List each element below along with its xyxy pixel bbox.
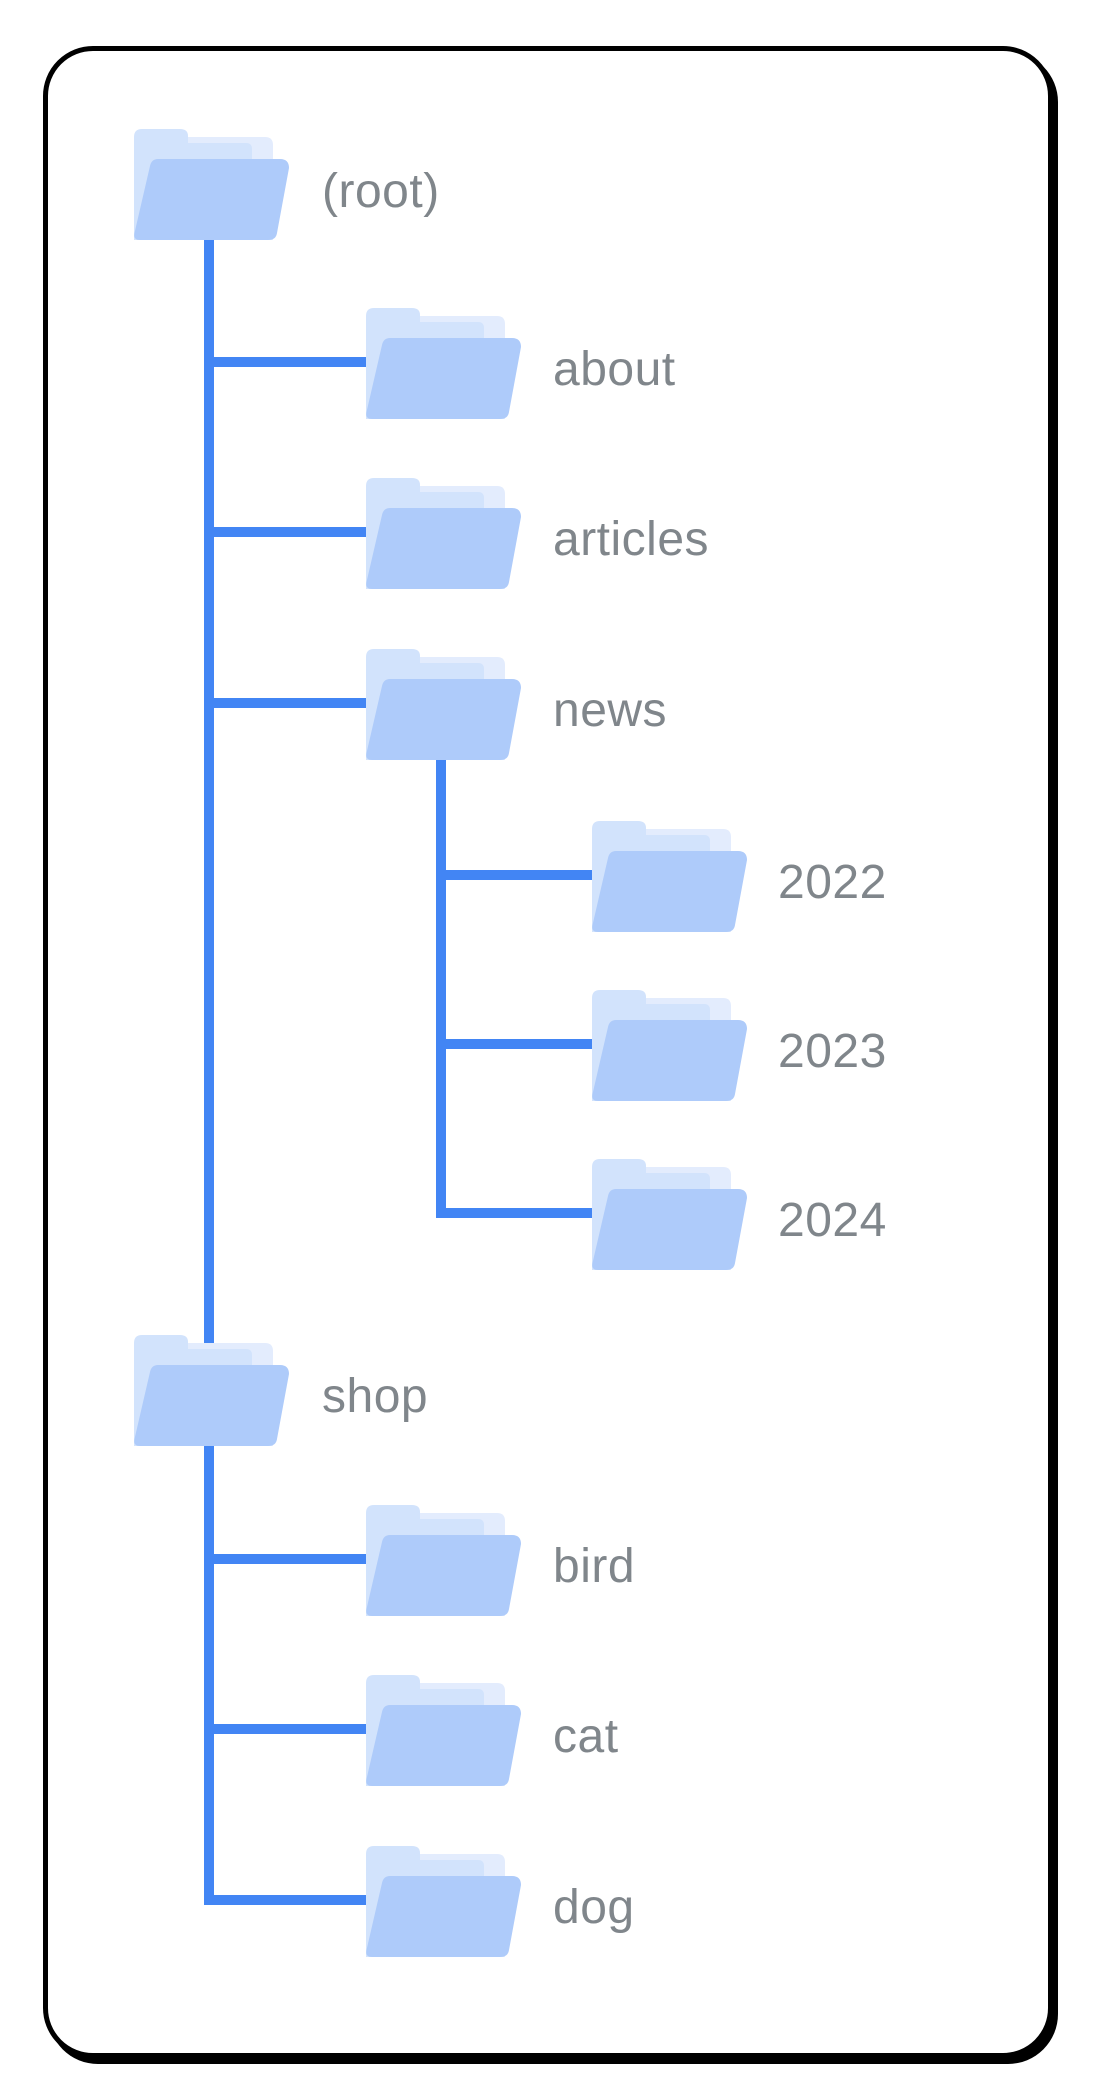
- folder-icon-bird: [366, 1503, 522, 1616]
- node-label-2022: 2022: [778, 856, 887, 909]
- tree-connector-branch-about: [204, 357, 376, 367]
- node-label-about: about: [553, 343, 676, 396]
- folder-icon-shop: [134, 1333, 290, 1446]
- tree-connector-branch-news: [204, 698, 376, 708]
- folder-icon-cat: [366, 1673, 522, 1786]
- folder-icon-news: [366, 647, 522, 760]
- folder-icon-root: [134, 127, 290, 240]
- folder-icon-dog: [366, 1844, 522, 1957]
- tree-connector-branch-2024: [436, 1208, 606, 1218]
- folder-icon-2023: [592, 988, 748, 1101]
- node-label-news: news: [553, 684, 668, 737]
- tree-connector-branch-2022: [436, 870, 606, 880]
- node-label-2024: 2024: [778, 1194, 887, 1247]
- node-label-dog: dog: [553, 1881, 635, 1934]
- node-label-root: (root): [322, 165, 440, 218]
- node-label-shop: shop: [322, 1370, 429, 1423]
- tree-connector-branch-dog: [204, 1895, 376, 1905]
- tree-connector-branch-bird: [204, 1554, 376, 1564]
- node-label-cat: cat: [553, 1710, 619, 1763]
- tree-connector-trunk-news: [436, 750, 446, 1218]
- tree-connector-trunk-root: [204, 230, 214, 1905]
- node-label-articles: articles: [553, 513, 710, 566]
- tree-connector-branch-2023: [436, 1039, 606, 1049]
- diagram-card: [43, 46, 1053, 2058]
- folder-icon-about: [366, 306, 522, 419]
- node-label-2023: 2023: [778, 1025, 887, 1078]
- node-label-bird: bird: [553, 1540, 636, 1593]
- tree-connector-branch-cat: [204, 1724, 376, 1734]
- folder-icon-articles: [366, 476, 522, 589]
- tree-connector-branch-articles: [204, 527, 376, 537]
- folder-icon-2024: [592, 1157, 748, 1270]
- folder-icon-2022: [592, 819, 748, 932]
